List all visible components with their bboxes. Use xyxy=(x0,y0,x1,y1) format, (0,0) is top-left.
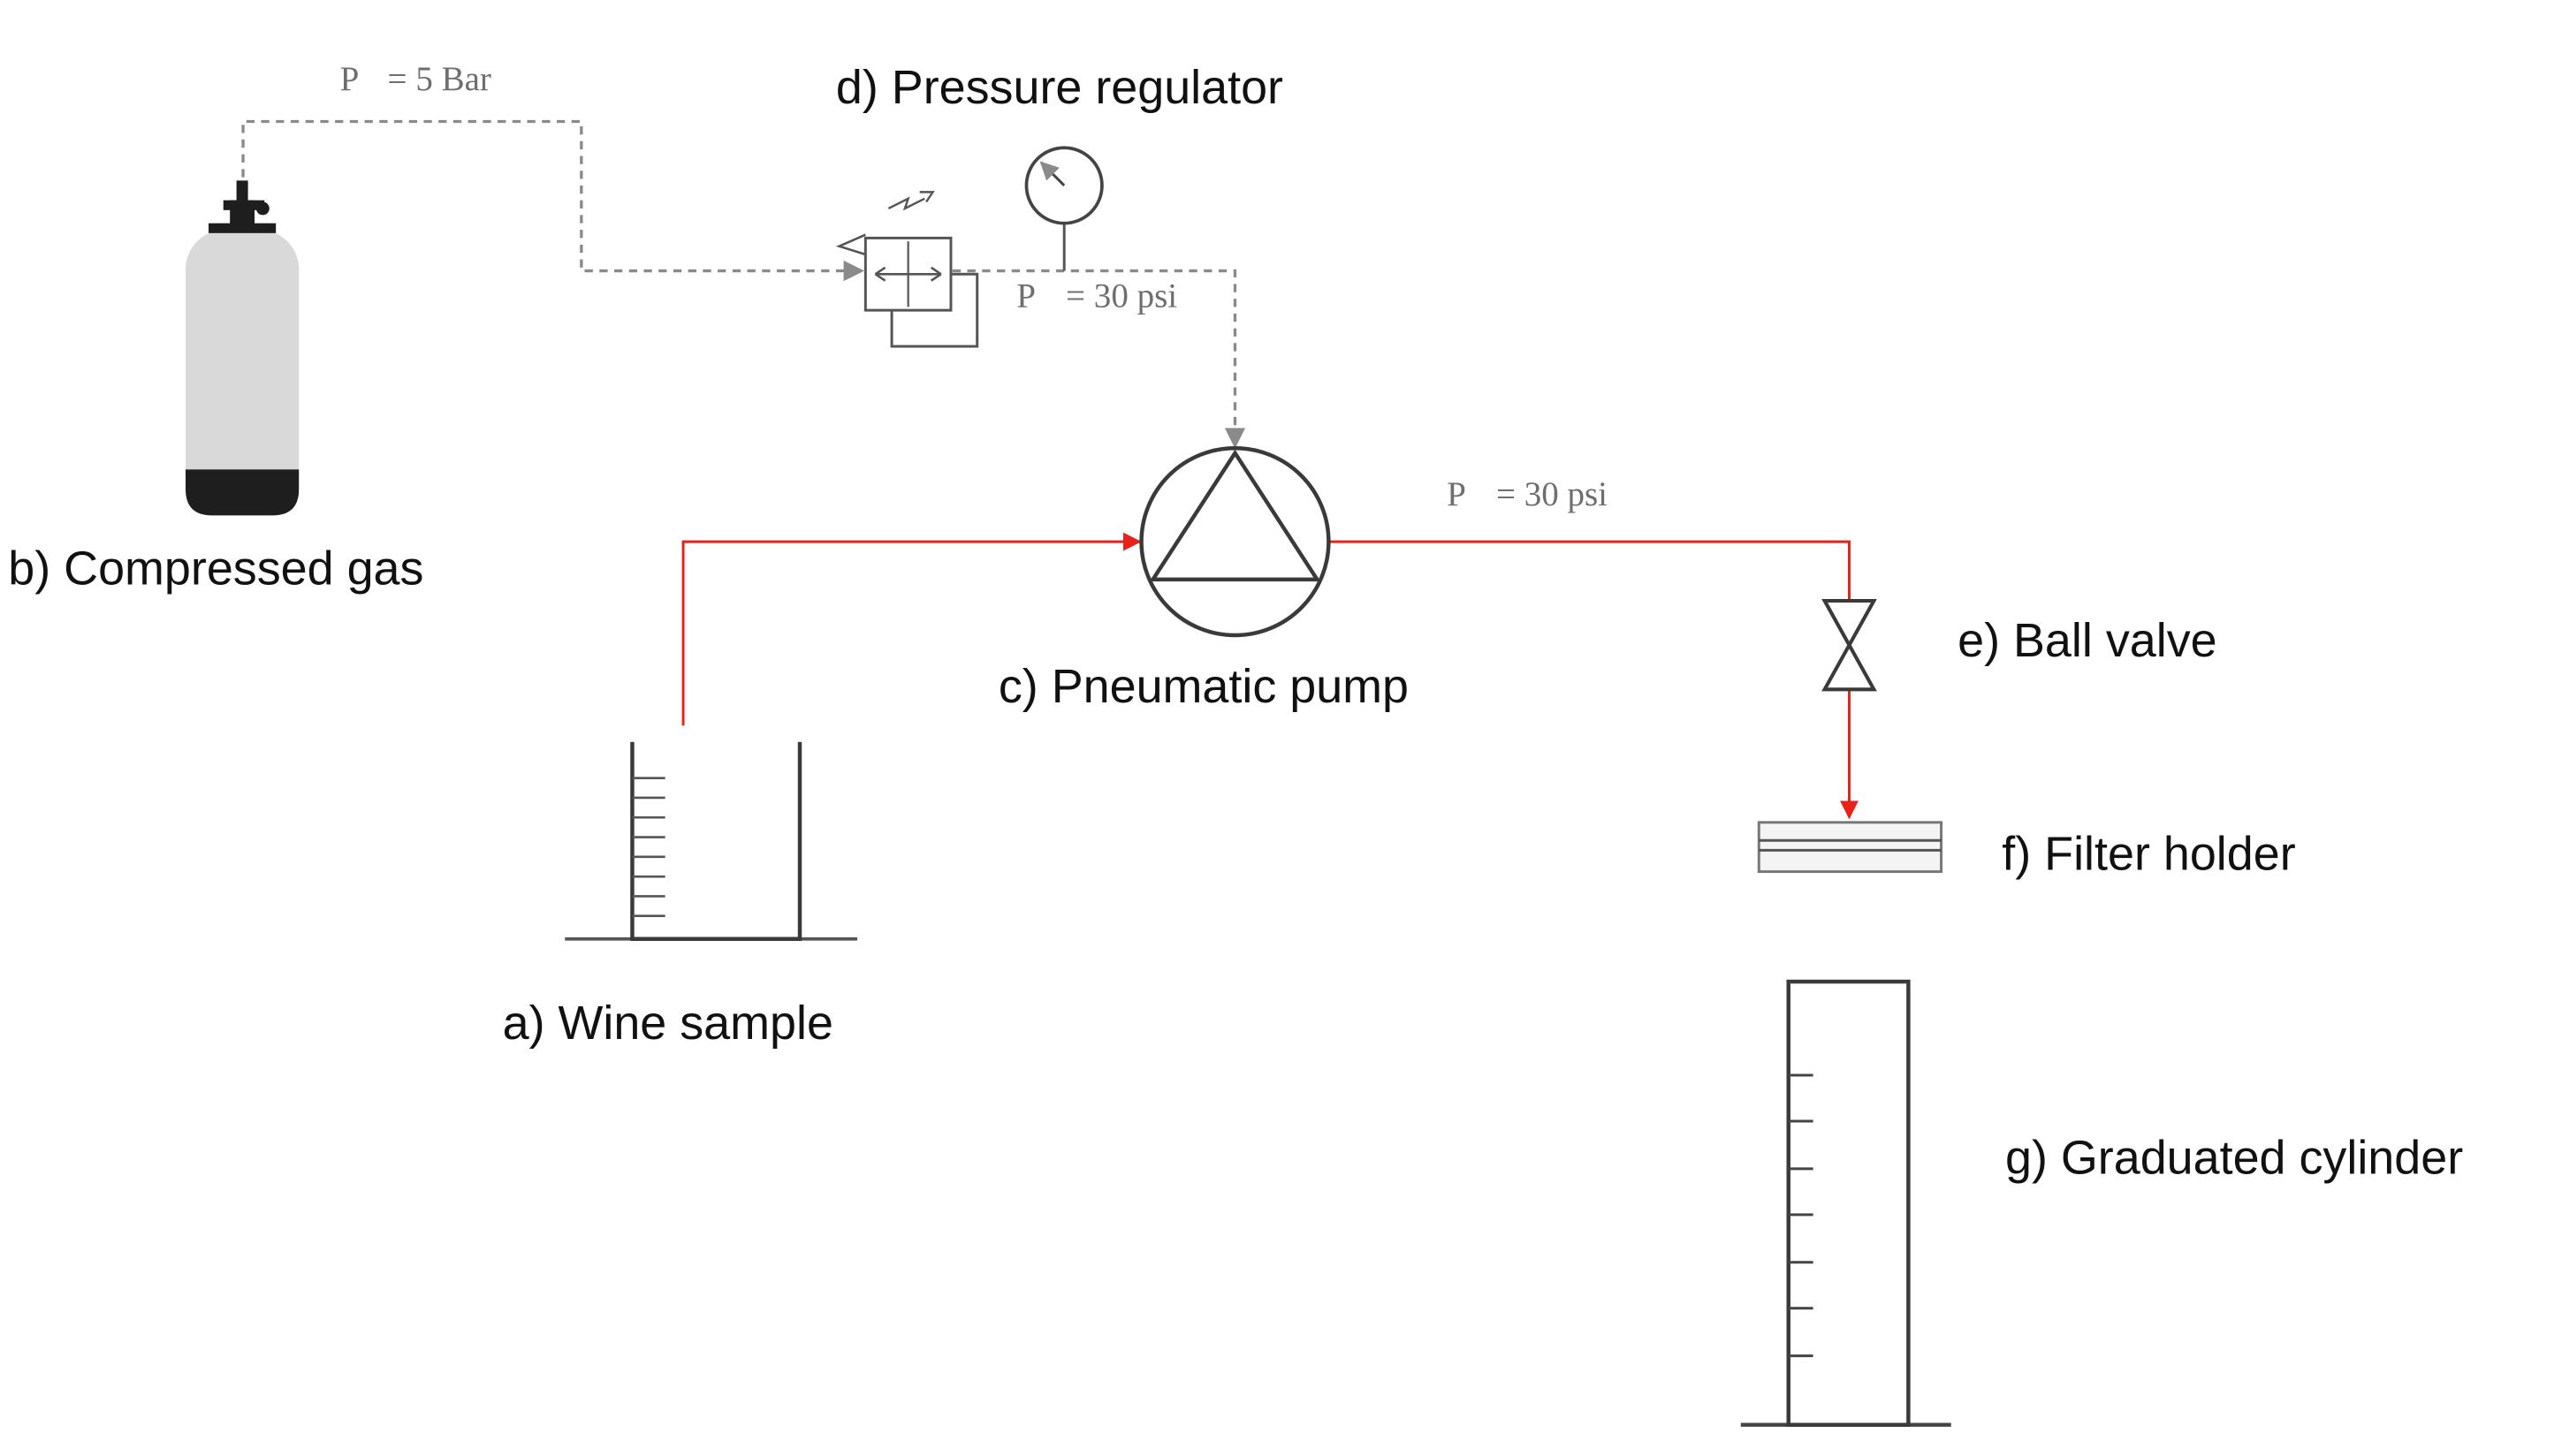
pressure-annotation-regulator-out: P = 30 psi xyxy=(1016,277,1177,315)
pump-triangle xyxy=(1149,449,1321,582)
cylinder-graduations xyxy=(1788,1073,1813,1358)
pressure-annotation-gas-line: P = 5 Bar xyxy=(340,60,491,98)
filter-holder-icon xyxy=(1757,821,1943,874)
label-compressed-gas: b) Compressed gas xyxy=(8,542,423,595)
graduated-cylinder-body xyxy=(1786,979,1911,1427)
label-pressure-regulator: d) Pressure regulator xyxy=(836,61,1283,114)
liquid-line-sample-to-pump xyxy=(681,532,1142,726)
cylinder-valve-stem xyxy=(236,180,248,202)
label-wine-sample: a) Wine sample xyxy=(503,997,833,1050)
gauge-needle xyxy=(1039,161,1066,186)
label-graduated-cylinder: g) Graduated cylinder xyxy=(2005,1131,2463,1184)
pneumatic-pump-icon xyxy=(1139,445,1331,638)
beaker-icon xyxy=(565,741,858,941)
beaker-graduations xyxy=(632,777,665,918)
gas-line-cylinder-to-regulator xyxy=(241,119,864,282)
pressure-symbol: P xyxy=(1447,475,1466,513)
pressure-symbol: P xyxy=(340,60,360,98)
gas-line-regulator-to-pump xyxy=(952,269,1246,449)
ball-valve-icon xyxy=(1821,598,1877,692)
cylinder-valve-handle xyxy=(223,200,265,210)
gas-line xyxy=(241,119,1246,449)
pump-housing xyxy=(1139,445,1331,638)
graduated-cylinder-icon xyxy=(1740,979,1951,1427)
cylinder-valve-outlet xyxy=(255,201,270,216)
cylinder-body xyxy=(185,230,300,509)
cylinder-base xyxy=(185,469,300,516)
pressure-regulator-icon xyxy=(835,146,1104,348)
cylinder-collar xyxy=(209,223,277,233)
pressure-annotation-pump-out: P = 30 psi xyxy=(1447,475,1608,513)
liquid-line xyxy=(681,532,1859,820)
label-ball-valve: e) Ball valve xyxy=(1958,614,2216,667)
pressure-value: = 30 psi xyxy=(1066,277,1177,315)
label-pneumatic-pump: c) Pneumatic pump xyxy=(999,660,1409,713)
pressure-value: = 30 psi xyxy=(1496,475,1608,513)
liquid-line-pump-to-valve xyxy=(1330,540,1851,602)
beaker-walls xyxy=(630,741,802,941)
pressure-value: = 5 Bar xyxy=(388,60,491,98)
gas-cylinder-icon xyxy=(185,180,300,516)
pressure-symbol: P xyxy=(1016,277,1036,315)
label-filter-holder: f) Filter holder xyxy=(2002,828,2295,881)
pressure-gauge-icon xyxy=(1024,146,1104,225)
